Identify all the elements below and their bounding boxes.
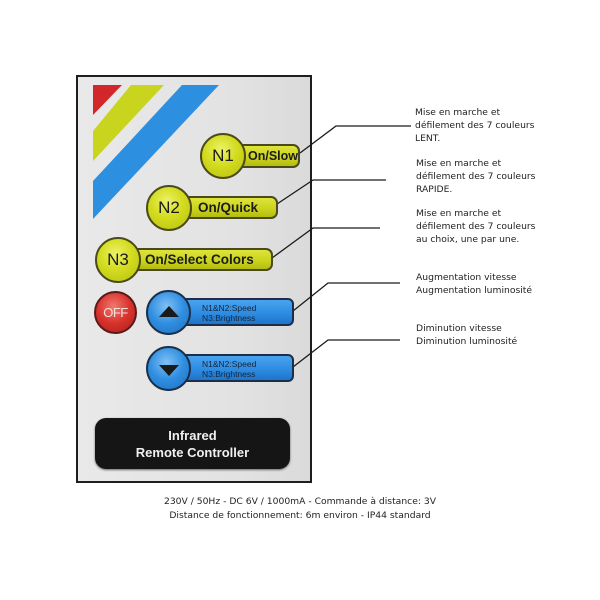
down-circle[interactable]	[146, 346, 191, 391]
annotation-n1-line1: Mise en marche et	[415, 107, 501, 118]
specs-line2: Distance de fonctionnement: 6m environ -…	[169, 510, 431, 521]
specs-line1: 230V / 50Hz - DC 6V / 1000mA - Commande …	[163, 496, 436, 507]
annotation-n3: Mise en marche et défilement des 7 coule…	[416, 207, 535, 246]
off-button[interactable]: OFF	[94, 291, 137, 334]
arrow-up-icon	[158, 305, 179, 317]
n2-label: On/Quick	[198, 200, 259, 215]
down-line2: N3:Brightness	[202, 369, 256, 379]
annotation-n2-line3: RAPIDE.	[416, 184, 453, 195]
n1-pill[interactable]: On/Slow	[236, 144, 300, 168]
n3-circle[interactable]: N3	[95, 237, 141, 283]
down-line1: N1&N2:Speed	[202, 359, 257, 369]
n1-number: N1	[212, 146, 234, 165]
n2-circle[interactable]: N2	[146, 185, 192, 231]
leader-n1	[299, 125, 411, 154]
n1-circle[interactable]: N1	[200, 133, 246, 179]
label-line2: Remote Controller	[135, 444, 250, 460]
label-line1: Infrared	[168, 427, 217, 443]
up-line2: N3:Brightness	[202, 313, 256, 323]
annotation-down: Diminution vitesse Diminution luminosité	[416, 322, 517, 348]
annotation-down-line2: Diminution luminosité	[416, 336, 518, 347]
n3-number: N3	[107, 250, 129, 269]
off-label: OFF	[103, 305, 128, 320]
up-circle[interactable]	[146, 290, 191, 335]
annotation-n1-line3: LENT.	[415, 133, 441, 144]
annotation-n1-line2: défilement des 7 couleurs	[415, 120, 535, 131]
annotation-n3-line2: défilement des 7 couleurs	[416, 221, 536, 232]
annotation-up: Augmentation vitesse Augmentation lumino…	[416, 271, 532, 297]
n2-number: N2	[158, 198, 180, 217]
annotation-up-line2: Augmentation luminosité	[416, 285, 533, 296]
n2-pill[interactable]: On/Quick	[182, 196, 278, 219]
annotation-n3-line1: Mise en marche et	[416, 208, 502, 219]
annotation-n2: Mise en marche et défilement des 7 coule…	[416, 157, 535, 196]
annotation-n2-line1: Mise en marche et	[416, 158, 502, 169]
n3-label: On/Select Colors	[145, 252, 254, 267]
infrared-remote-controller-label: Infrared Remote Controller	[95, 418, 290, 469]
n1-label: On/Slow	[248, 149, 298, 163]
annotation-down-line1: Diminution vitesse	[416, 323, 502, 334]
annotation-n2-line2: défilement des 7 couleurs	[416, 171, 536, 182]
annotation-up-line1: Augmentation vitesse	[416, 272, 517, 283]
up-line1: N1&N2:Speed	[202, 303, 257, 313]
annotation-n3-line3: au choix, une par une.	[416, 234, 520, 245]
n3-pill[interactable]: On/Select Colors	[131, 248, 273, 271]
annotation-n1: Mise en marche et défilement des 7 coule…	[415, 106, 534, 145]
down-pill[interactable]: N1&N2:Speed N3:Brightness	[170, 354, 294, 382]
arrow-down-icon	[158, 364, 179, 376]
